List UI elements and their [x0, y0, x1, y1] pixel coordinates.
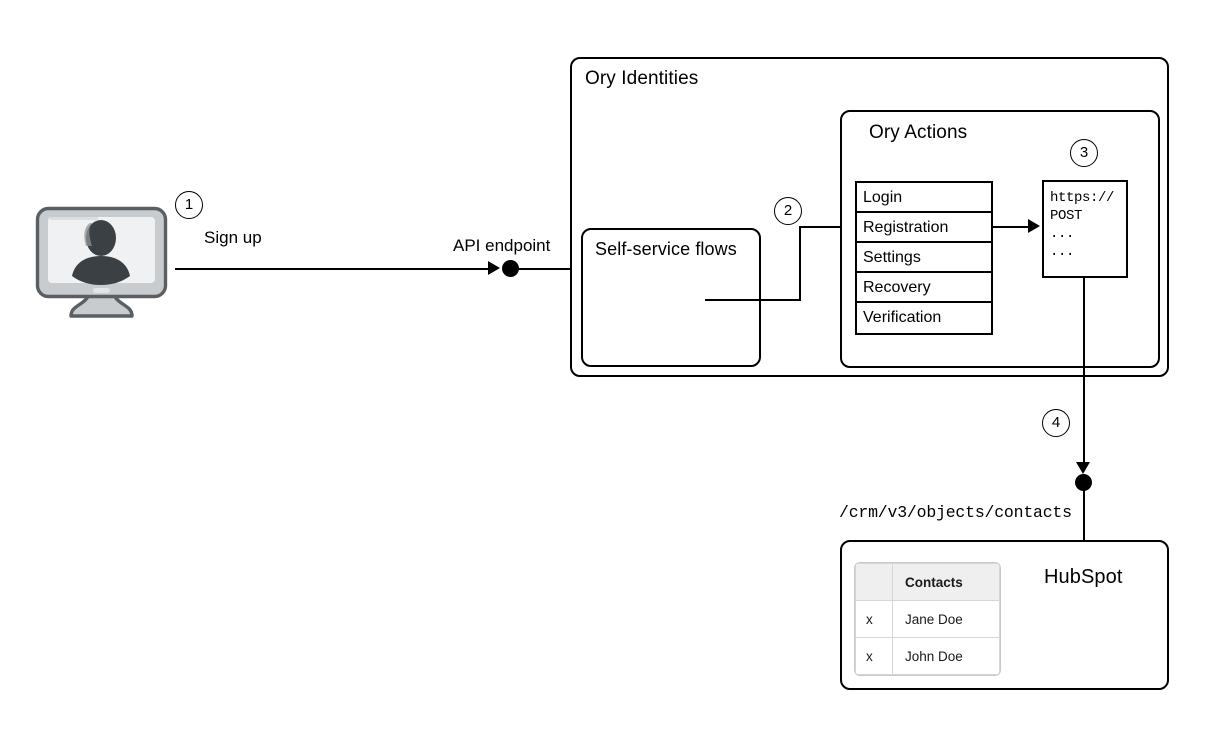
self-service-flows-title: Self-service flows [595, 239, 737, 259]
webhook-line-ellipsis-1: ... [1050, 226, 1075, 242]
webhook-config-box: https:// POST ... ... [1042, 180, 1128, 278]
table-row[interactable]: x Jane Doe [855, 600, 1000, 638]
hubspot-api-path-label: /crm/v3/objects/contacts [839, 503, 1072, 522]
monitor-user-icon [35, 206, 168, 324]
flow-connector-segment-h1 [705, 299, 801, 301]
contacts-cell-name: John Doe [892, 637, 1000, 675]
api-endpoint-label: API endpoint [453, 236, 551, 255]
registration-to-webhook-line [993, 226, 1030, 228]
contacts-cell-name: Jane Doe [892, 600, 1000, 638]
contacts-table-header-row: Contacts [855, 563, 1000, 601]
flow-connector-segment-h2 [799, 226, 852, 228]
contacts-cell-flag: x [855, 637, 893, 675]
signup-label: Sign up [204, 228, 262, 247]
signup-arrow-line [175, 268, 490, 270]
table-row[interactable]: x John Doe [855, 637, 1000, 675]
contacts-header-contacts: Contacts [892, 563, 1000, 601]
webhook-to-hubspot-line [1083, 278, 1085, 466]
signup-arrow-head [488, 261, 500, 275]
flow-list-item-settings[interactable]: Settings [857, 243, 991, 273]
step-marker-4: 4 [1042, 409, 1070, 437]
webhook-line-ellipsis-2: ... [1050, 244, 1075, 260]
self-service-flows-box [581, 228, 761, 367]
flow-connector-segment-v [799, 226, 801, 301]
step-marker-2: 2 [774, 197, 802, 225]
contacts-table: Contacts x Jane Doe x John Doe [855, 563, 1000, 675]
flow-list-item-verification[interactable]: Verification [863, 309, 942, 326]
contacts-header-flag [855, 563, 893, 601]
ory-actions-title: Ory Actions [869, 122, 968, 143]
ory-actions-flow-list: Login Registration Settings Recovery Ver… [855, 181, 993, 335]
flow-list-item-login[interactable]: Login [857, 183, 991, 213]
hubspot-title: HubSpot [1044, 566, 1123, 588]
flow-list-item-recovery[interactable]: Recovery [857, 273, 991, 303]
step-marker-3: 3 [1070, 139, 1098, 167]
ory-identities-title: Ory Identities [585, 68, 699, 89]
webhook-line-method: POST [1050, 208, 1083, 224]
api-endpoint-connector [510, 268, 572, 270]
flow-list-item-registration[interactable]: Registration [857, 213, 991, 243]
webhook-to-hubspot-arrow-head [1076, 462, 1090, 474]
webhook-line-url: https:// [1050, 190, 1115, 206]
registration-to-webhook-arrow-head [1028, 219, 1040, 233]
contacts-cell-flag: x [855, 600, 893, 638]
hubspot-endpoint-connector [1083, 482, 1085, 541]
step-marker-1: 1 [175, 191, 203, 219]
